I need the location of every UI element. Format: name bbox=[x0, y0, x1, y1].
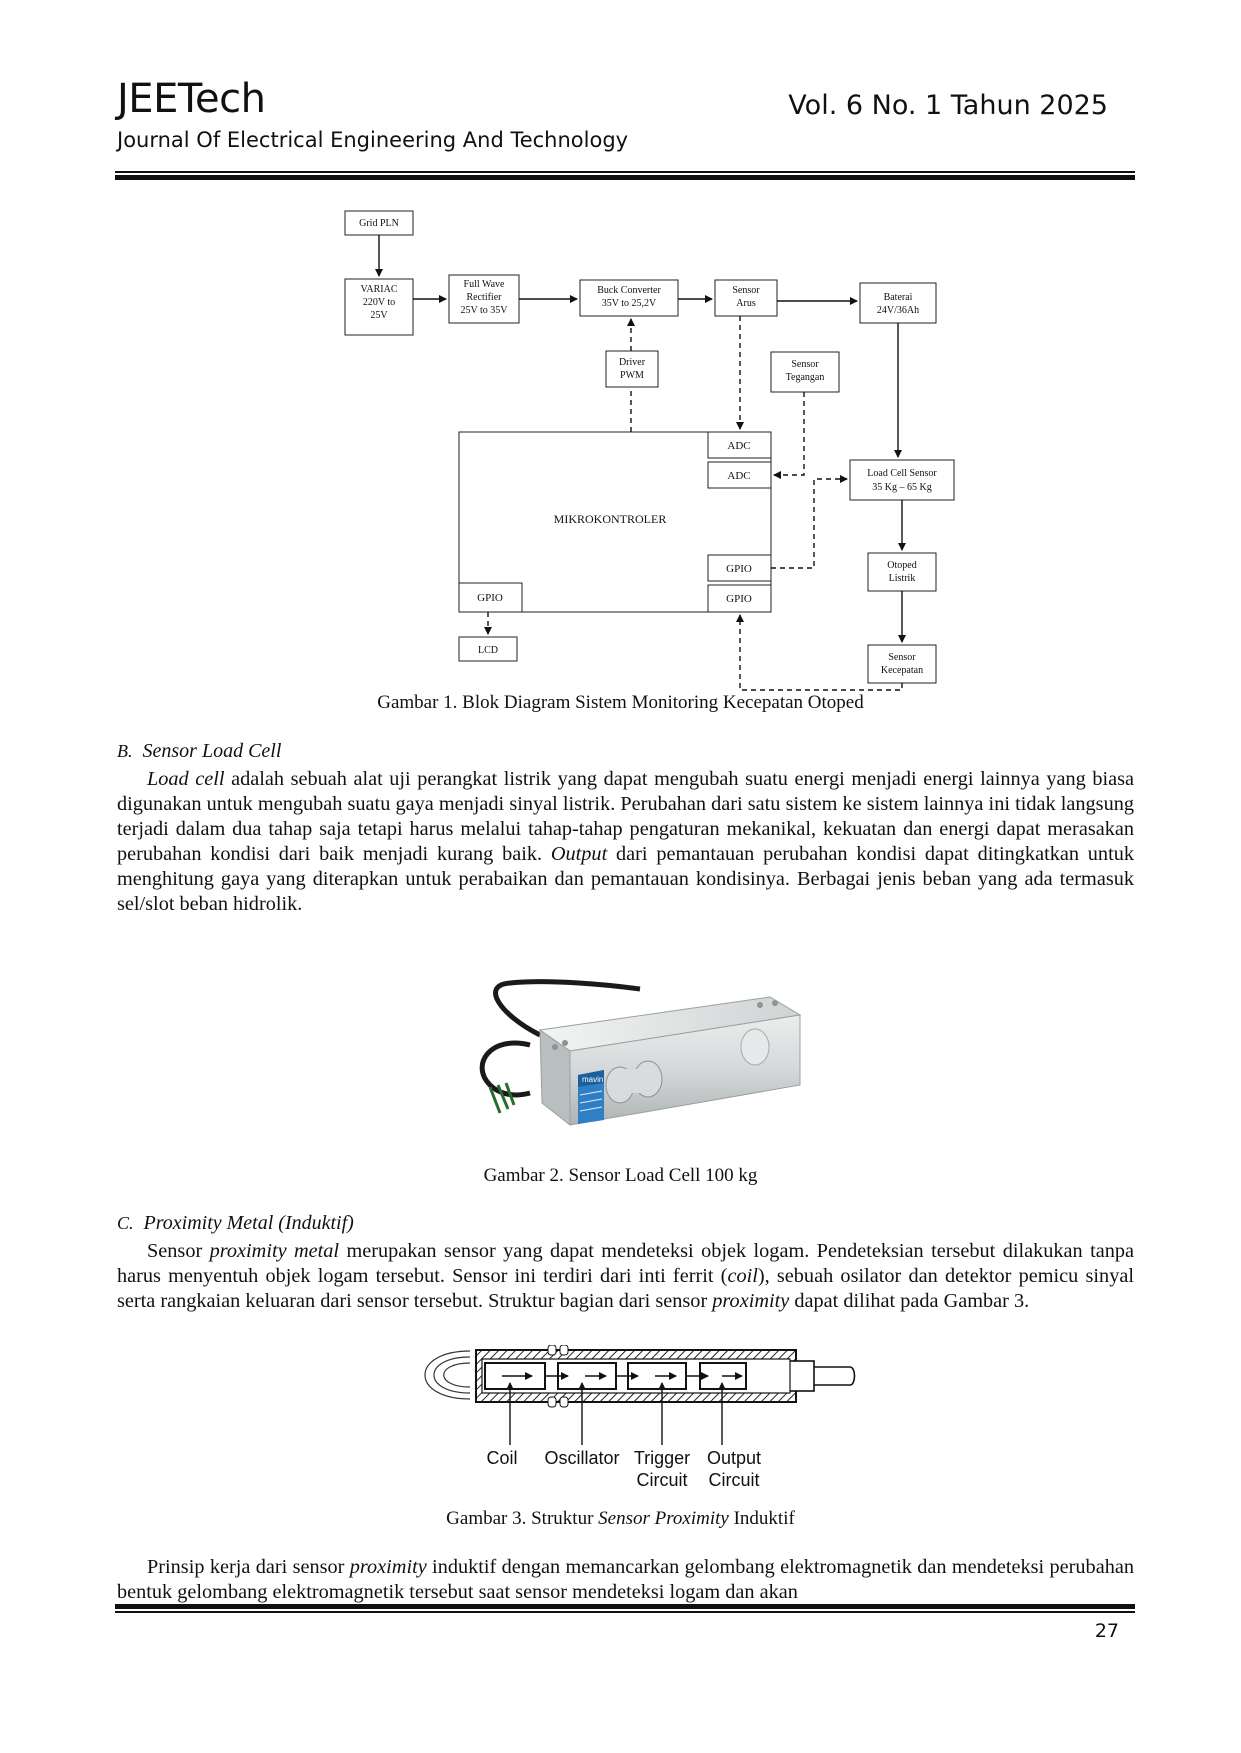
otoped-block bbox=[867, 552, 937, 592]
figure2-caption: Gambar 2. Sensor Load Cell 100 kg bbox=[483, 1165, 758, 1186]
block-diagram: Grid PLN VARIAC 220V to 25V Full Wave Re… bbox=[344, 210, 955, 691]
svg-text:ADC: ADC bbox=[727, 470, 750, 482]
load-cell-photo: mavin bbox=[479, 979, 802, 1127]
svg-text:24V/36Ah: 24V/36Ah bbox=[877, 305, 919, 316]
svg-text:25V: 25V bbox=[370, 310, 388, 321]
driver-pwm-block bbox=[605, 350, 659, 388]
oscillator-label: Oscillator bbox=[544, 1448, 619, 1468]
gpio-left-block bbox=[458, 582, 523, 613]
proximity-structure-diagram: Coil Oscillator Trigger Circuit Output C… bbox=[424, 1345, 856, 1490]
svg-text:GPIO: GPIO bbox=[726, 563, 752, 575]
buck-converter-block bbox=[579, 279, 679, 317]
svg-text:Arus: Arus bbox=[736, 298, 756, 309]
sensor-arus-block bbox=[714, 279, 778, 317]
figure1-caption: Gambar 1. Blok Diagram Sistem Monitoring… bbox=[377, 692, 864, 713]
section-c-heading: C.Proximity Metal (Induktif) bbox=[117, 1212, 354, 1234]
svg-text:Full Wave: Full Wave bbox=[464, 279, 506, 290]
section-b-paragraph: Load cell adalah sebuah alat uji perangk… bbox=[117, 768, 1134, 915]
svg-text:Kecepatan: Kecepatan bbox=[881, 665, 923, 676]
svg-text:Baterai: Baterai bbox=[884, 292, 913, 303]
footer-rule-thin bbox=[115, 1611, 1135, 1613]
volume-info: Vol. 6 No. 1 Tahun 2025 bbox=[788, 90, 1108, 121]
header-rule-thick bbox=[115, 175, 1135, 180]
svg-text:Load Cell Sensor: Load Cell Sensor bbox=[867, 468, 937, 479]
adc-2-block bbox=[707, 461, 772, 489]
svg-text:Circuit: Circuit bbox=[708, 1470, 759, 1490]
svg-text:Buck Converter: Buck Converter bbox=[597, 285, 661, 296]
svg-text:mavin: mavin bbox=[582, 1075, 603, 1084]
section-c-paragraph: Sensor proximity metal merupakan sensor … bbox=[117, 1240, 1134, 1312]
svg-text:35 Kg – 65 Kg: 35 Kg – 65 Kg bbox=[872, 482, 931, 493]
variac-block bbox=[344, 278, 414, 336]
wire-ends bbox=[488, 1082, 516, 1114]
footer-rule-thick bbox=[115, 1604, 1135, 1609]
trigger-label: Trigger bbox=[634, 1448, 690, 1468]
coil-label: Coil bbox=[486, 1448, 517, 1468]
svg-text:PWM: PWM bbox=[620, 370, 644, 381]
svg-text:ADC: ADC bbox=[727, 440, 750, 452]
sensor-kecepatan-block bbox=[867, 644, 937, 684]
svg-text:Sensor: Sensor bbox=[791, 359, 819, 370]
grid-pln-label: Grid PLN bbox=[359, 218, 399, 229]
page-number: 27 bbox=[1094, 1620, 1119, 1642]
svg-text:220V to: 220V to bbox=[363, 297, 395, 308]
journal-title: JEETech bbox=[117, 76, 266, 122]
sensor-tegangan-block bbox=[770, 351, 840, 393]
closing-paragraph: Prinsip kerja dari sensor proximity indu… bbox=[117, 1556, 1134, 1603]
svg-text:VARIAC: VARIAC bbox=[360, 284, 397, 295]
figure3-caption: Gambar 3. Struktur Sensor Proximity Indu… bbox=[446, 1508, 795, 1529]
load-cell-block bbox=[849, 459, 955, 501]
svg-text:GPIO: GPIO bbox=[477, 592, 503, 604]
header-rule-thin bbox=[115, 171, 1135, 173]
svg-text:Otoped: Otoped bbox=[887, 560, 916, 571]
svg-text:GPIO: GPIO bbox=[726, 593, 752, 605]
cable-2 bbox=[479, 1040, 531, 1098]
svg-text:25V to 35V: 25V to 35V bbox=[460, 305, 508, 316]
lcd-block bbox=[458, 636, 518, 662]
svg-text:Listrik: Listrik bbox=[889, 573, 916, 584]
svg-text:Rectifier: Rectifier bbox=[467, 292, 503, 303]
mcu-label: MIKROKONTROLER bbox=[554, 512, 667, 526]
output-label: Output bbox=[707, 1448, 761, 1468]
gpio-right-2-block bbox=[707, 584, 772, 613]
svg-text:Circuit: Circuit bbox=[636, 1470, 687, 1490]
svg-text:Tegangan: Tegangan bbox=[786, 372, 825, 383]
svg-text:Driver: Driver bbox=[619, 357, 646, 368]
svg-text:LCD: LCD bbox=[478, 645, 498, 656]
cable-1 bbox=[493, 979, 641, 1038]
section-b-heading: B.Sensor Load Cell bbox=[117, 740, 282, 762]
svg-text:Sensor: Sensor bbox=[732, 285, 760, 296]
journal-subtitle: Journal Of Electrical Engineering And Te… bbox=[117, 128, 629, 152]
svg-text:35V to 25,2V: 35V to 25,2V bbox=[602, 298, 657, 309]
mikrokontroler-block bbox=[458, 431, 772, 613]
baterai-block bbox=[859, 282, 937, 324]
adc-1-block bbox=[707, 431, 772, 459]
svg-text:Sensor: Sensor bbox=[888, 652, 916, 663]
